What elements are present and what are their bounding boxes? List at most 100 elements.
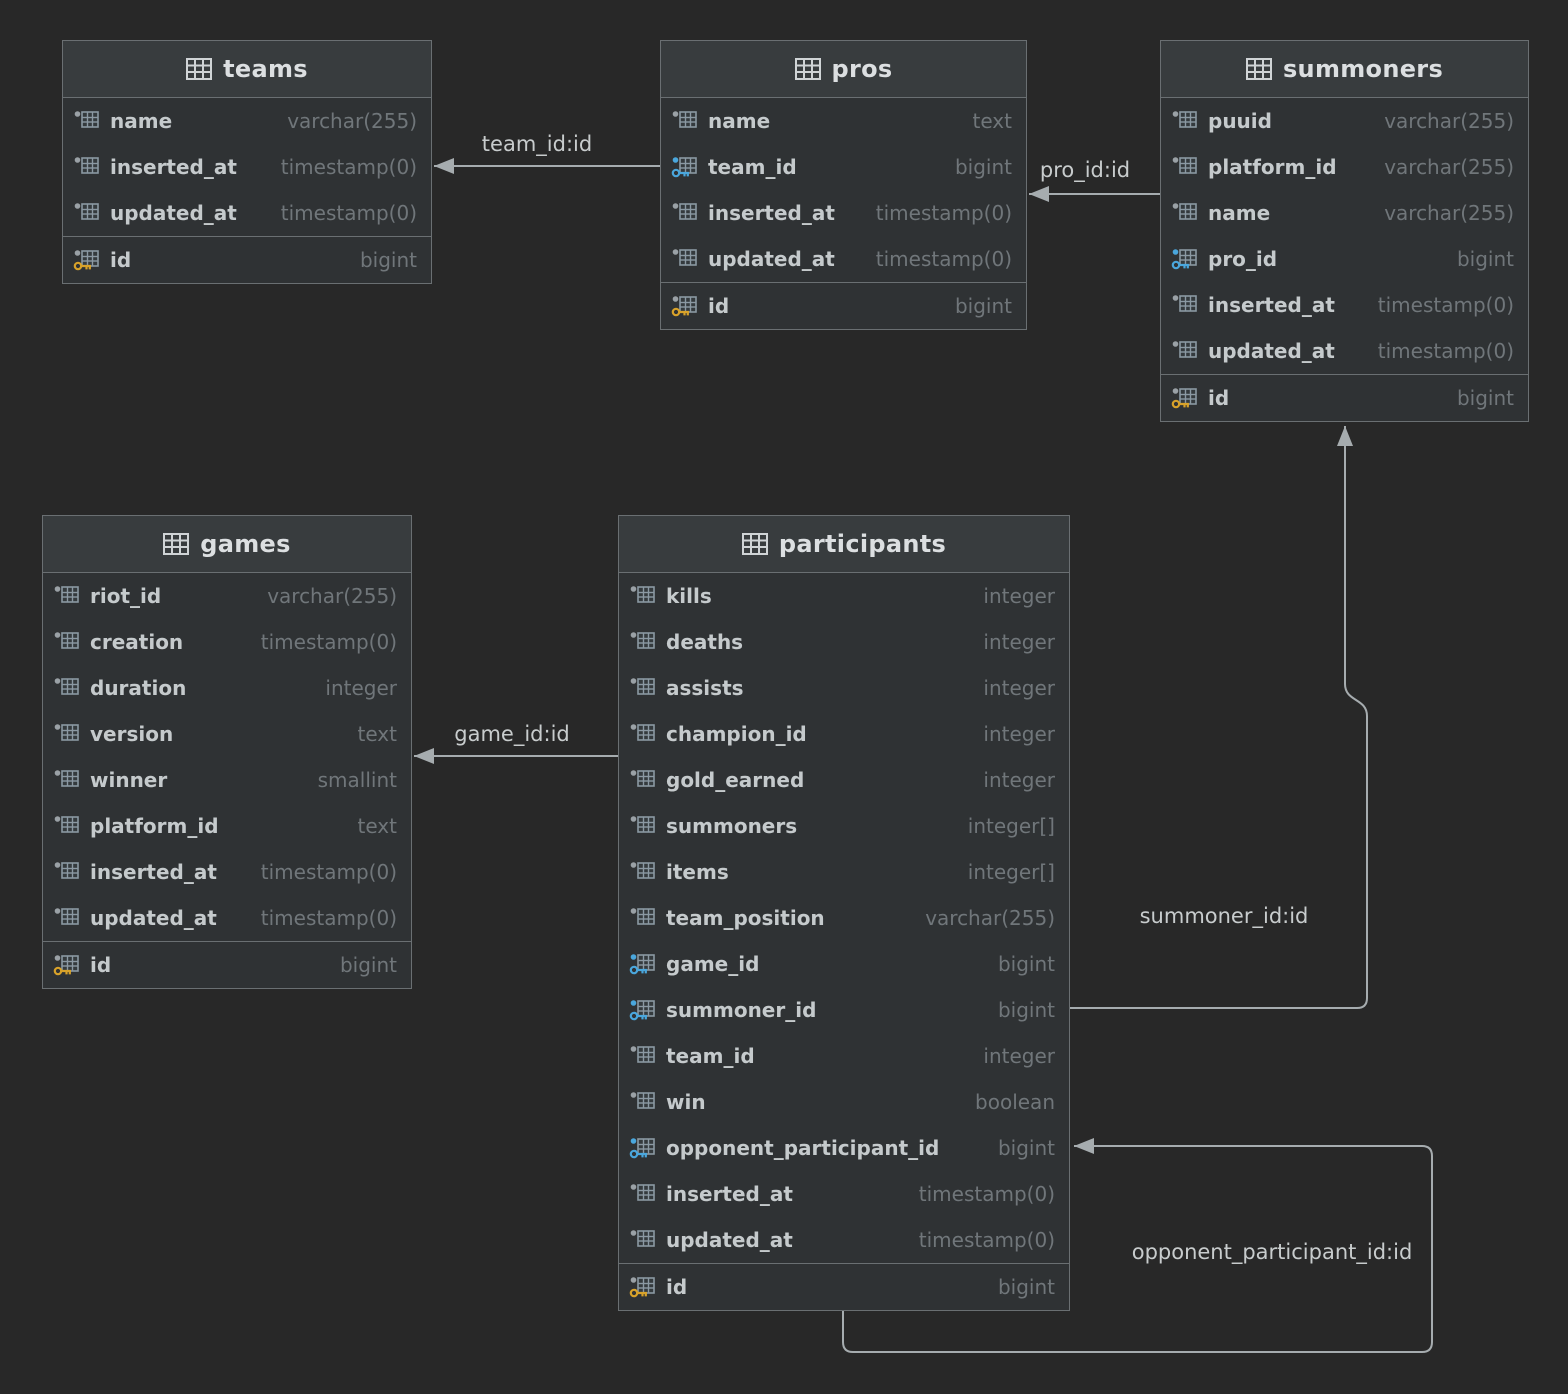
column-icon [630,770,655,787]
column-row[interactable]: version text [43,711,411,757]
column-name: team_id [666,1044,755,1068]
column-row[interactable]: riot_id varchar(255) [43,573,411,619]
foreign-key-icon [629,1138,655,1159]
column-name: inserted_at [90,860,217,884]
column-row[interactable]: items integer[] [619,849,1069,895]
column-row[interactable]: pro_id bigint [1161,236,1528,282]
column-icon [54,678,79,695]
column-icon [672,111,697,128]
column-row[interactable]: updated_at timestamp(0) [661,236,1026,282]
table-participants[interactable]: participants kills integer [618,515,1070,1311]
column-type: timestamp(0) [918,1228,1055,1252]
primary-key-icon [73,250,99,271]
column-row[interactable]: updated_at timestamp(0) [63,190,431,236]
column-row[interactable]: name varchar(255) [63,98,431,144]
column-name: game_id [666,952,760,976]
column-row[interactable]: creation timestamp(0) [43,619,411,665]
column-row[interactable]: assists integer [619,665,1069,711]
table-pros[interactable]: pros name text [660,40,1027,330]
column-icon [630,586,655,603]
primary-key-icon [671,296,697,317]
column-type: varchar(255) [267,584,397,608]
column-row[interactable]: game_id bigint [619,941,1069,987]
column-row[interactable]: id bigint [661,283,1026,329]
column-row[interactable]: team_position varchar(255) [619,895,1069,941]
column-row[interactable]: team_id bigint [661,144,1026,190]
column-row[interactable]: inserted_at timestamp(0) [43,849,411,895]
column-row[interactable]: puuid varchar(255) [1161,98,1528,144]
column-row[interactable]: gold_earned integer [619,757,1069,803]
column-row[interactable]: updated_at timestamp(0) [619,1217,1069,1263]
column-type: integer[] [967,860,1055,884]
column-type: varchar(255) [925,906,1055,930]
primary-key-icon [1171,388,1197,409]
relation-opponent_participant_id:id[interactable] [842,1138,1433,1353]
table-title: participants [778,530,947,558]
column-icon [630,1046,655,1063]
column-row[interactable]: id bigint [43,942,411,988]
column-row[interactable]: team_id integer [619,1033,1069,1079]
table-header[interactable]: participants [619,516,1069,573]
column-row[interactable]: inserted_at timestamp(0) [619,1171,1069,1217]
column-row[interactable]: platform_id varchar(255) [1161,144,1528,190]
column-name: summoner_id [666,998,817,1022]
column-icon [630,1230,655,1247]
column-row[interactable]: deaths integer [619,619,1069,665]
column-type: varchar(255) [287,109,417,133]
table-header[interactable]: pros [661,41,1026,98]
table-summoners[interactable]: summoners puuid varchar(255) [1160,40,1529,422]
column-type: integer [983,722,1055,746]
column-row[interactable]: updated_at timestamp(0) [1161,328,1528,374]
column-type: timestamp(0) [875,247,1012,271]
column-icon [54,586,79,603]
column-row[interactable]: win boolean [619,1079,1069,1125]
column-type: timestamp(0) [280,155,417,179]
column-icon [630,1092,655,1109]
table-columns: name varchar(255) inserted_at timestamp(… [63,98,431,236]
column-row[interactable]: summoners integer[] [619,803,1069,849]
column-row[interactable]: id bigint [619,1264,1069,1310]
table-teams[interactable]: teams name varchar(255) [62,40,432,284]
column-icon [54,862,79,879]
table-games[interactable]: games riot_id varchar(255) [42,515,412,989]
column-type: timestamp(0) [1377,293,1514,317]
column-type: bigint [997,1136,1055,1160]
table-title: pros [831,55,893,83]
table-title: teams [223,55,308,83]
column-type: timestamp(0) [280,201,417,225]
column-icon [630,816,655,833]
column-row[interactable]: kills integer [619,573,1069,619]
column-row[interactable]: id bigint [63,237,431,283]
table-title: games [200,530,291,558]
column-row[interactable]: id bigint [1161,375,1528,421]
column-row[interactable]: winner smallint [43,757,411,803]
column-name: duration [90,676,187,700]
column-row[interactable]: summoner_id bigint [619,987,1069,1033]
column-row[interactable]: updated_at timestamp(0) [43,895,411,941]
column-name: puuid [1208,109,1272,133]
column-name: gold_earned [666,768,805,792]
column-name: updated_at [90,906,217,930]
column-type: timestamp(0) [1377,339,1514,363]
column-row[interactable]: platform_id text [43,803,411,849]
column-name: id [110,248,132,272]
column-icon [1172,295,1197,312]
relation-summoner_id:id[interactable] [1068,426,1368,1009]
column-row[interactable]: champion_id integer [619,711,1069,757]
column-row[interactable]: duration integer [43,665,411,711]
column-row[interactable]: name varchar(255) [1161,190,1528,236]
table-pk-section: id bigint [63,236,431,283]
column-row[interactable]: opponent_participant_id bigint [619,1125,1069,1171]
table-header[interactable]: teams [63,41,431,98]
column-row[interactable]: inserted_at timestamp(0) [1161,282,1528,328]
column-row[interactable]: inserted_at timestamp(0) [661,190,1026,236]
table-header[interactable]: summoners [1161,41,1528,98]
table-header[interactable]: games [43,516,411,573]
column-type: integer[] [967,814,1055,838]
column-type: bigint [997,998,1055,1022]
column-row[interactable]: name text [661,98,1026,144]
column-row[interactable]: inserted_at timestamp(0) [63,144,431,190]
table-pk-section: id bigint [661,282,1026,329]
column-name: updated_at [666,1228,793,1252]
